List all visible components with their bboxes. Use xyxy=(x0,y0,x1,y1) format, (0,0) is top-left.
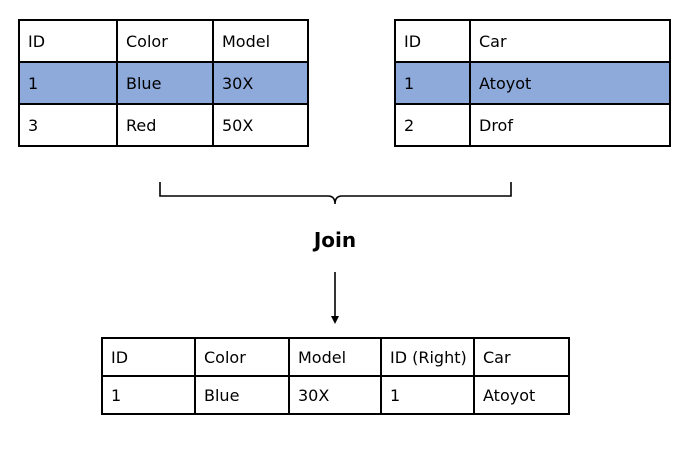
right-table: ID Car 1 Atoyot 2 Drof xyxy=(394,19,671,147)
table-header-row: ID Car xyxy=(394,19,671,63)
header-cell: ID (Right) xyxy=(380,337,475,377)
table-cell: Blue xyxy=(194,375,290,415)
header-cell: ID xyxy=(18,19,118,63)
header-cell: ID xyxy=(394,19,471,63)
header-cell: ID xyxy=(101,337,196,377)
header-cell: Car xyxy=(469,19,671,63)
table-cell: 1 xyxy=(380,375,475,415)
table-cell: 2 xyxy=(394,103,471,147)
table-row: 2 Drof xyxy=(394,103,671,147)
table-cell: 1 xyxy=(394,61,471,105)
header-cell: Model xyxy=(288,337,382,377)
table-row-highlighted: 1 Blue 30X xyxy=(18,61,309,105)
table-cell: Drof xyxy=(469,103,671,147)
table-row: 3 Red 50X xyxy=(18,103,309,147)
table-cell: 50X xyxy=(212,103,309,147)
table-row-highlighted: 1 Atoyot xyxy=(394,61,671,105)
table-header-row: ID Color Model ID (Right) Car xyxy=(101,337,570,377)
table-cell: 30X xyxy=(288,375,382,415)
left-table: ID Color Model 1 Blue 30X 3 Red 50X xyxy=(18,19,309,147)
table-cell: 3 xyxy=(18,103,118,147)
header-cell: Color xyxy=(116,19,214,63)
header-cell: Model xyxy=(212,19,309,63)
join-label: Join xyxy=(313,228,357,252)
join-brace xyxy=(159,182,512,205)
header-cell: Color xyxy=(194,337,290,377)
table-cell: Red xyxy=(116,103,214,147)
header-cell: Car xyxy=(473,337,570,377)
table-header-row: ID Color Model xyxy=(18,19,309,63)
table-cell: 30X xyxy=(212,61,309,105)
table-cell: 1 xyxy=(101,375,196,415)
table-cell: Atoyot xyxy=(473,375,570,415)
result-table: ID Color Model ID (Right) Car 1 Blue 30X… xyxy=(101,337,570,415)
table-cell: Atoyot xyxy=(469,61,671,105)
table-cell: Blue xyxy=(116,61,214,105)
join-arrow-head xyxy=(331,316,339,324)
table-row: 1 Blue 30X 1 Atoyot xyxy=(101,375,570,415)
table-cell: 1 xyxy=(18,61,118,105)
